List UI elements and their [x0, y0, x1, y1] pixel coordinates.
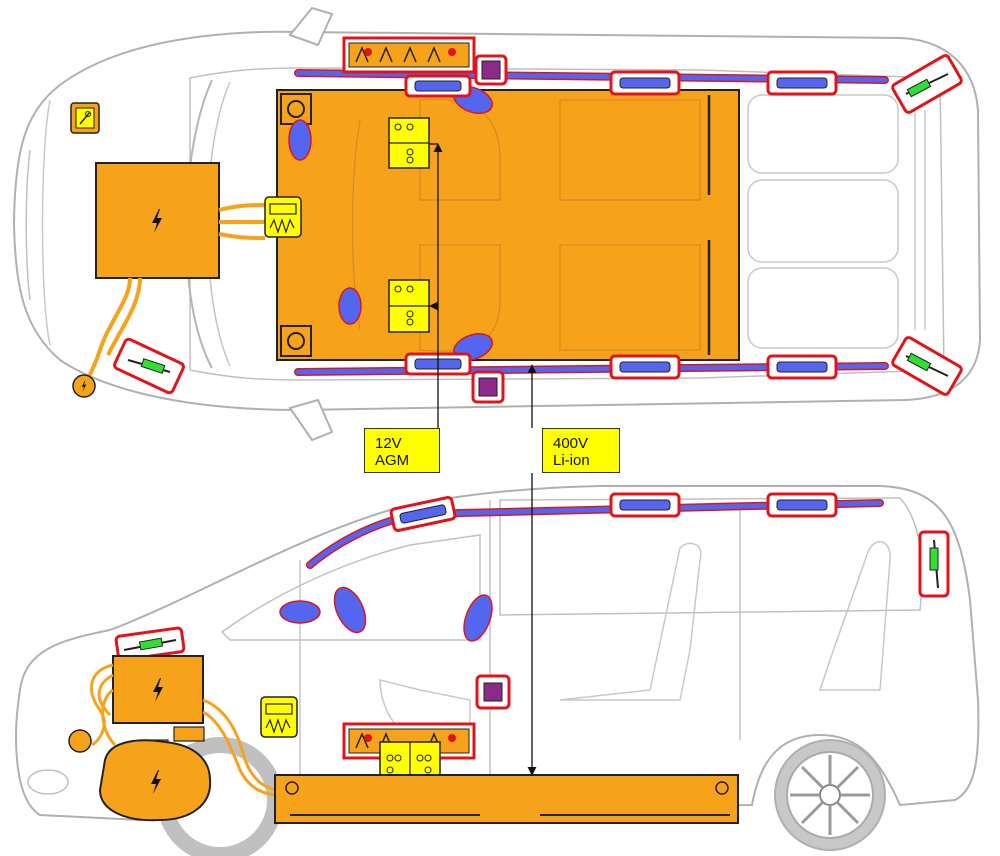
top-mirror-upper — [288, 6, 334, 47]
side-hv-cables — [90, 663, 281, 797]
top-airbags — [288, 86, 493, 361]
side-airbag-gas-generators — [389, 492, 838, 532]
side-hv-connector — [68, 729, 92, 753]
top-control-unit-icon — [264, 196, 302, 238]
top-gas-struts — [113, 54, 963, 396]
top-mirror-lower — [288, 398, 334, 442]
side-gas-struts — [114, 530, 950, 662]
top-hv-cables — [84, 203, 266, 383]
top-seat-outlines — [351, 98, 701, 352]
callout-400v-line1: 400V — [553, 435, 589, 452]
callout-400v-li-ion: 400V Li-ion — [542, 428, 620, 473]
top-12v-battery-rear — [388, 279, 430, 333]
side-seatbelt-pretensioner — [475, 674, 511, 710]
top-seatbelt-pretensioners — [471, 54, 508, 404]
top-12v-battery-front — [388, 117, 430, 169]
callout-400v-line2: Li-ion — [553, 452, 590, 469]
top-roof-control-strip — [342, 36, 476, 74]
side-airbags — [279, 586, 493, 642]
vehicle-top-view — [12, 6, 982, 442]
callout-12v-line2: AGM — [375, 452, 410, 469]
callout-leaders — [429, 143, 537, 776]
vehicle-side-view — [15, 485, 980, 856]
callout-12v-agm: 12V AGM — [364, 428, 440, 473]
side-control-unit-icon — [260, 696, 298, 738]
top-rear-seats — [747, 94, 926, 349]
callout-12v-line1: 12V — [375, 435, 402, 452]
